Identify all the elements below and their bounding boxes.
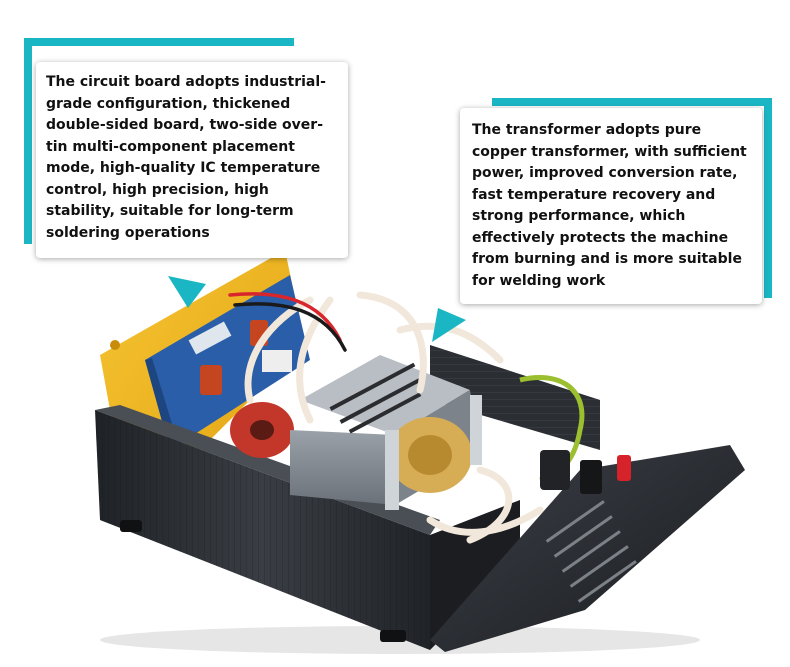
case-left-side-ribs (95, 410, 430, 650)
callout-frame-circuit-board-top (24, 38, 294, 46)
callout-pointer-transformer (432, 308, 466, 342)
power-switch (580, 460, 602, 494)
callout-frame-transformer-right (764, 98, 772, 298)
pcb-capacitor (200, 365, 222, 395)
heatsink-rail-ribs (430, 345, 600, 450)
pcb-chip (188, 321, 232, 355)
case-foot (380, 630, 406, 642)
transformer-label-lines (329, 362, 426, 434)
pcb-relay (262, 350, 292, 372)
callout-circuit-board: The circuit board adopts industrial-grad… (36, 62, 348, 258)
socket (540, 450, 570, 490)
transformer-winding-inner (408, 435, 452, 475)
callout-frame-transformer (492, 98, 772, 106)
front-plate-vents (545, 500, 637, 603)
power-wires (228, 292, 347, 352)
red-terminal (617, 455, 631, 481)
case-front-rail (430, 500, 520, 650)
callout-frame-circuit-board (24, 38, 40, 244)
callout-circuit-board-text: The circuit board adopts industrial-grad… (46, 74, 326, 241)
panel-screw (110, 340, 120, 350)
toroid-inductor-hole (250, 420, 274, 440)
callout-transformer: The transformer adopts pure copper trans… (460, 108, 762, 304)
pcb-board (145, 275, 310, 450)
front-plate (430, 445, 745, 652)
callout-pointer-circuit-board (168, 276, 206, 308)
transformer-bracket (385, 430, 399, 510)
case-foot (120, 520, 142, 532)
transformer-bracket (470, 395, 482, 465)
case-top-edge (95, 405, 440, 535)
callout-transformer-text: The transformer adopts pure copper trans… (472, 122, 747, 289)
transformer-core-top (300, 355, 470, 435)
transformer-core-front (290, 430, 395, 505)
